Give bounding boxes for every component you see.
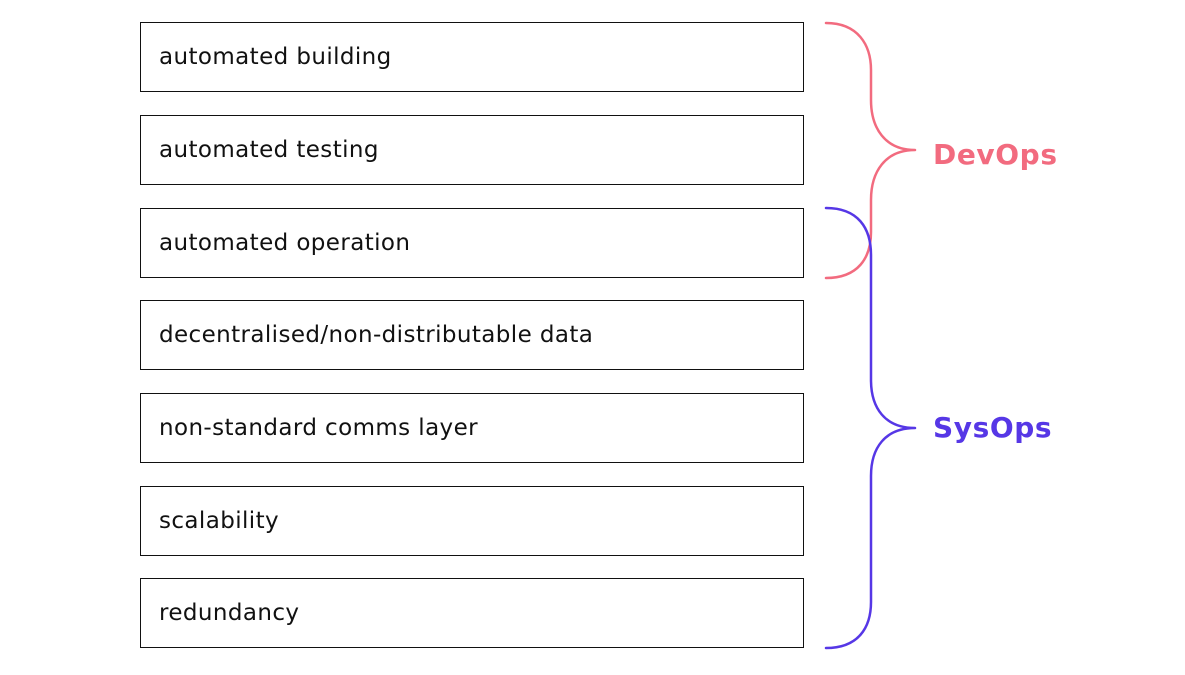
item-box-redundancy: redundancy (140, 578, 804, 648)
item-label: non-standard comms layer (159, 415, 478, 441)
item-box-scalability: scalability (140, 486, 804, 556)
devops-label: DevOps (933, 138, 1058, 171)
item-box-automated-operation: automated operation (140, 208, 804, 278)
item-label: automated operation (159, 230, 411, 256)
sysops-brace (824, 206, 917, 650)
item-box-decentralised-data: decentralised/non-distributable data (140, 300, 804, 370)
item-label: automated building (159, 44, 392, 70)
item-label: decentralised/non-distributable data (159, 322, 594, 348)
item-box-automated-building: automated building (140, 22, 804, 92)
sysops-label: SysOps (933, 411, 1053, 444)
item-label: automated testing (159, 137, 379, 163)
item-label: redundancy (159, 600, 300, 626)
item-box-comms-layer: non-standard comms layer (140, 393, 804, 463)
item-label: scalability (159, 508, 280, 534)
devops-brace (824, 21, 917, 280)
item-box-automated-testing: automated testing (140, 115, 804, 185)
